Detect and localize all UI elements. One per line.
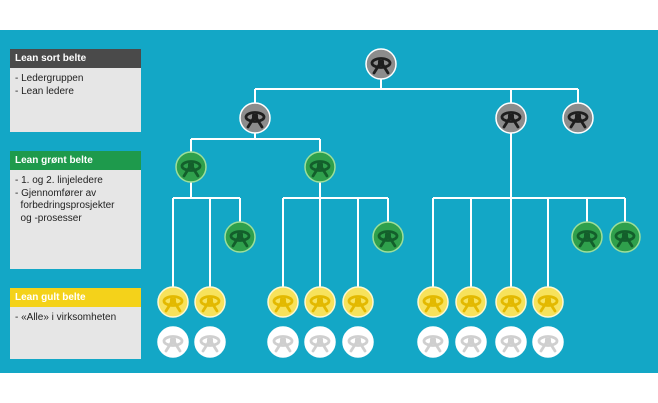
white-belt-icon (304, 326, 336, 358)
black-belt-icon (365, 48, 397, 80)
white-belt-icon (532, 326, 564, 358)
white-belt-icon (455, 326, 487, 358)
connector-lines (172, 64, 626, 289)
yellow-belt-icon (342, 286, 374, 318)
legend-green-belt-body: - 1. og 2. linjeledere - Gjennomfører av… (10, 170, 141, 269)
legend-line: - «Alle» i virksomheten (15, 312, 117, 323)
yellow-belt-icon (495, 286, 527, 318)
legend-green-belt-title: Lean grønt belte (10, 151, 141, 170)
legend-black-belt: Lean sort belte - Ledergruppen - Lean le… (10, 49, 141, 132)
legend-line: - Gjennomfører av (15, 187, 97, 199)
yellow-belt-icon (455, 286, 487, 318)
white-belt-icon (342, 326, 374, 358)
white-belt-icon (267, 326, 299, 358)
white-belt-icon (157, 326, 189, 358)
legend-black-belt-title: Lean sort belte (10, 49, 141, 68)
legend-line: - Lean ledere (15, 85, 74, 97)
legend-yellow-belt-title: Lean gult belte (10, 288, 141, 307)
green-belt-icon (571, 221, 603, 253)
legend-yellow-belt: Lean gult belte - «Alle» i virksomheten (10, 288, 141, 359)
yellow-belt-icon (532, 286, 564, 318)
green-belt-icon (372, 221, 404, 253)
green-belt-icon (175, 151, 207, 183)
white-belt-icon (495, 326, 527, 358)
legend-line: - 1. og 2. linjeledere (15, 175, 103, 186)
green-belt-icon (609, 221, 641, 253)
white-belt-icon (417, 326, 449, 358)
legend-line: og -prosesser (15, 212, 82, 224)
legend-yellow-belt-body: - «Alle» i virksomheten (10, 307, 141, 359)
black-belt-icon (239, 102, 271, 134)
yellow-belt-icon (267, 286, 299, 318)
black-belt-icon (562, 102, 594, 134)
white-belt-icon (194, 326, 226, 358)
legend-line: forbedringsprosjekter (15, 200, 115, 211)
legend-green-belt: Lean grønt belte - 1. og 2. linjeledere … (10, 151, 141, 269)
green-belt-icon (224, 221, 256, 253)
green-belt-icon (304, 151, 336, 183)
legend-black-belt-body: - Ledergruppen - Lean ledere (10, 68, 141, 132)
yellow-belt-icon (304, 286, 336, 318)
yellow-belt-icon (194, 286, 226, 318)
legend-line: - Ledergruppen (15, 73, 84, 84)
yellow-belt-icon (417, 286, 449, 318)
yellow-belt-icon (157, 286, 189, 318)
black-belt-icon (495, 102, 527, 134)
